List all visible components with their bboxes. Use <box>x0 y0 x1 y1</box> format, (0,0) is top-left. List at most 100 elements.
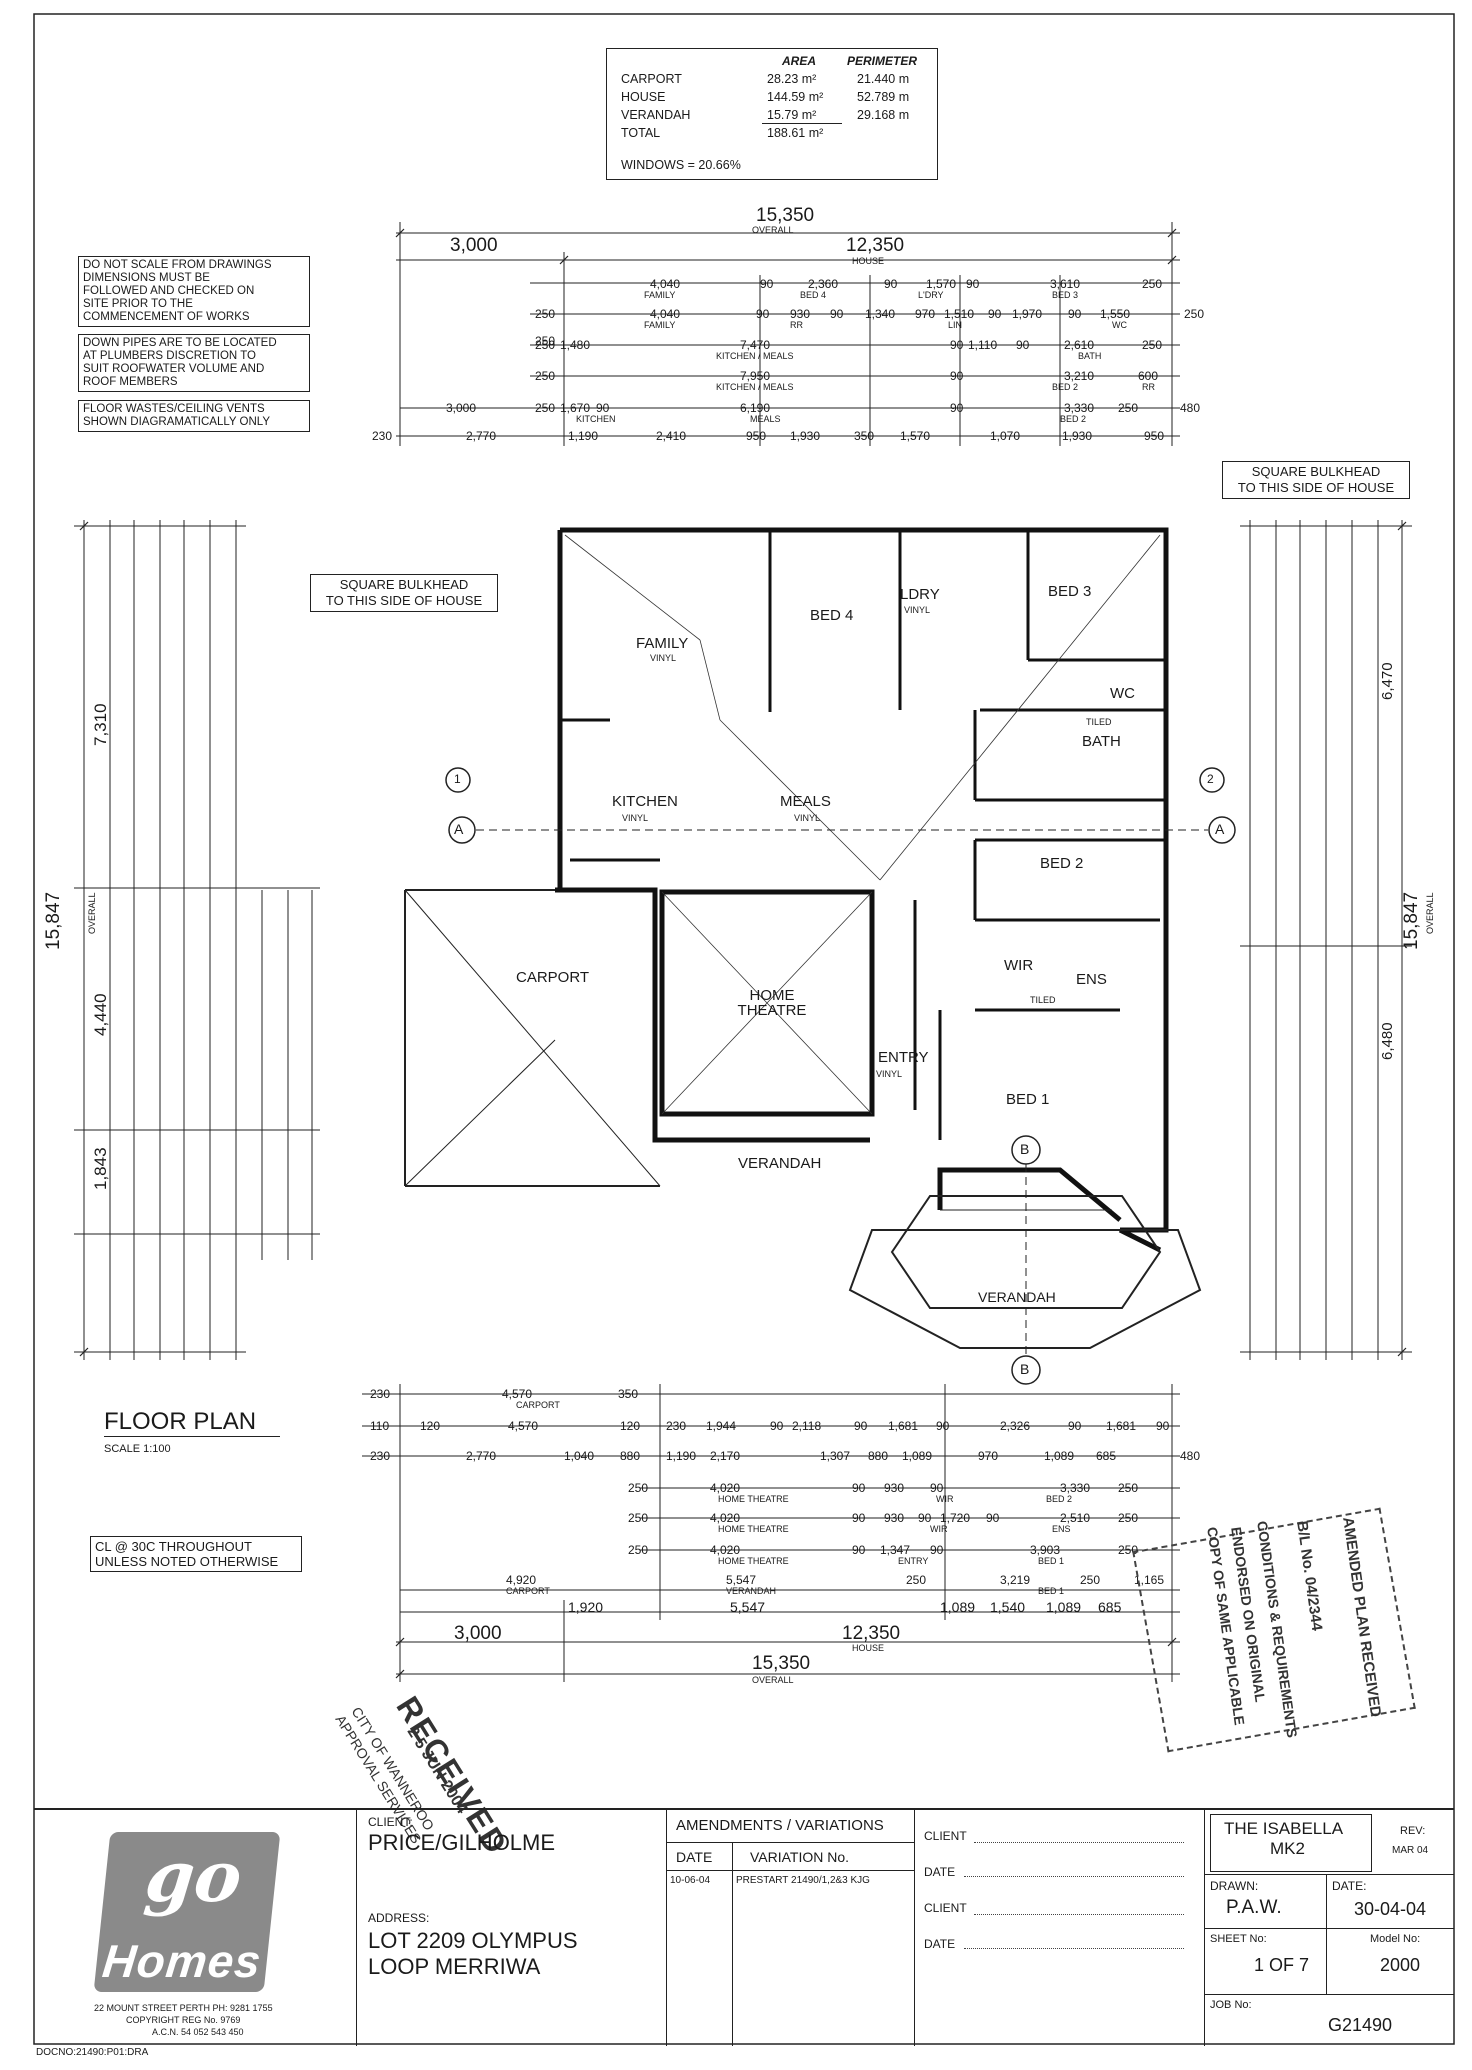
room-carport: CARPORT <box>516 969 590 986</box>
room-bed3: BED 3 <box>1048 583 1092 600</box>
revision-value: MAR 04 <box>1392 1845 1429 1856</box>
room-entry: ENTRY <box>878 1049 929 1066</box>
svg-text:90: 90 <box>930 1481 944 1495</box>
amendments-cell: AMENDMENTS / VARIATIONS DATE VARIATION N… <box>666 1810 915 2046</box>
right-dim-6480: 6,480 <box>1379 1022 1396 1060</box>
svg-text:BED 2: BED 2 <box>1052 382 1078 392</box>
svg-text:90: 90 <box>1016 338 1030 352</box>
room-bed2: BED 2 <box>1040 855 1084 872</box>
svg-text:1,944: 1,944 <box>706 1419 736 1433</box>
svg-text:KITCHEN / MEALS: KITCHEN / MEALS <box>716 382 794 392</box>
svg-text:BED 1: BED 1 <box>1038 1586 1064 1596</box>
svg-text:3,000: 3,000 <box>446 401 476 415</box>
svg-text:90: 90 <box>830 307 844 321</box>
section-marker-b-bottom: B <box>1020 1361 1030 1377</box>
svg-text:L'DRY: L'DRY <box>918 290 944 300</box>
svg-text:110: 110 <box>370 1419 389 1433</box>
svg-text:1,089: 1,089 <box>1046 1599 1081 1615</box>
bottom-house-label: HOUSE <box>852 1643 885 1653</box>
logo-homes-text: Homes <box>100 1935 264 1987</box>
svg-text:1,550: 1,550 <box>1100 307 1130 321</box>
area-row-name: HOUSE <box>621 90 666 104</box>
document-code: DOCNO:21490:P01:DRA <box>36 2047 149 2058</box>
room-front-verandah: VERANDAH <box>978 1289 1056 1305</box>
signature-date-2: DATE <box>924 1937 956 1951</box>
left-dim-7310: 7,310 <box>91 703 110 746</box>
area-row-perimeter: 52.789 m <box>857 90 910 104</box>
room-bath: BATH <box>1082 733 1121 750</box>
bottom-overall-dim: 15,350 <box>752 1653 811 1674</box>
svg-text:90: 90 <box>930 1543 944 1557</box>
svg-text:2,610: 2,610 <box>1064 338 1094 352</box>
svg-text:250: 250 <box>1118 401 1138 415</box>
svg-text:CARPORT: CARPORT <box>516 1400 560 1410</box>
drawing-info-cell: THE ISABELLA MK2 REV: MAR 04 DRAWN: P.A.… <box>1204 1810 1454 2046</box>
svg-text:90: 90 <box>950 369 964 383</box>
svg-text:4,920: 4,920 <box>506 1573 536 1587</box>
svg-text:2,510: 2,510 <box>1060 1511 1090 1525</box>
svg-text:1,070: 1,070 <box>990 429 1020 443</box>
svg-text:7,950: 7,950 <box>740 369 770 383</box>
room-home-theatre: HOME THEATRE <box>737 987 807 1019</box>
svg-text:4,570: 4,570 <box>502 1387 532 1401</box>
room-bed4: BED 4 <box>810 607 854 624</box>
svg-text:250: 250 <box>628 1481 648 1495</box>
svg-text:90: 90 <box>760 277 774 291</box>
job-label: JOB No: <box>1210 1999 1252 2011</box>
svg-text:1,681: 1,681 <box>1106 1419 1136 1433</box>
svg-text:90: 90 <box>1068 307 1082 321</box>
svg-text:2,770: 2,770 <box>466 1449 496 1463</box>
room-ensuite-floor: TILED <box>1030 995 1056 1005</box>
svg-text:90: 90 <box>950 401 964 415</box>
svg-text:WIR: WIR <box>936 1494 954 1504</box>
room-ensuite: ENS <box>1076 971 1107 988</box>
floor-plan-title: FLOOR PLAN <box>104 1408 257 1435</box>
svg-text:LIN: LIN <box>948 320 962 330</box>
svg-text:6,190: 6,190 <box>740 401 770 415</box>
right-overall-label: OVERALL <box>1425 892 1435 934</box>
svg-text:250: 250 <box>1118 1481 1138 1495</box>
svg-text:250: 250 <box>535 334 555 348</box>
svg-text:2,410: 2,410 <box>656 429 686 443</box>
svg-text:120: 120 <box>420 1419 440 1433</box>
address-label: ADDRESS: <box>368 1911 430 1925</box>
svg-text:1,930: 1,930 <box>1062 429 1092 443</box>
signature-client-2: CLIENT <box>924 1901 967 1915</box>
svg-text:KITCHEN / MEALS: KITCHEN / MEALS <box>716 351 794 361</box>
drawn-label: DRAWN: <box>1210 1879 1259 1893</box>
svg-text:230: 230 <box>666 1419 686 1433</box>
area-row-name: CARPORT <box>621 72 682 86</box>
svg-text:4,020: 4,020 <box>710 1481 740 1495</box>
svg-text:BED 1: BED 1 <box>1038 1556 1064 1566</box>
svg-text:90: 90 <box>986 1511 1000 1525</box>
grid-marker-2: 2 <box>1207 772 1214 786</box>
svg-text:250: 250 <box>1118 1543 1138 1557</box>
svg-text:RR: RR <box>1142 382 1155 392</box>
area-row-area: 15.79 m² <box>767 108 817 122</box>
svg-text:2,360: 2,360 <box>808 277 838 291</box>
svg-text:1,670: 1,670 <box>560 401 590 415</box>
svg-text:1,089: 1,089 <box>1044 1449 1074 1463</box>
top-overall-dim: 15,350 <box>756 205 815 226</box>
svg-text:880: 880 <box>868 1449 888 1463</box>
svg-text:WIR: WIR <box>930 1524 948 1534</box>
right-dim-6470: 6,470 <box>1379 662 1396 700</box>
svg-text:2,326: 2,326 <box>1000 1419 1030 1433</box>
svg-text:685: 685 <box>1096 1449 1116 1463</box>
client-label: CLIENT: <box>368 1815 413 1829</box>
area-header: AREA <box>782 54 817 68</box>
room-family: FAMILY <box>636 635 689 652</box>
svg-text:3,219: 3,219 <box>1000 1573 1030 1587</box>
svg-text:970: 970 <box>978 1449 998 1463</box>
svg-text:1,190: 1,190 <box>666 1449 696 1463</box>
svg-text:1,307: 1,307 <box>820 1449 850 1463</box>
amendment-row-variation: PRESTART 21490/1,2&3 KJG <box>736 1875 870 1886</box>
address-line2: LOOP MERRIWA <box>368 1954 541 1979</box>
svg-text:250: 250 <box>1142 277 1162 291</box>
svg-text:3,610: 3,610 <box>1050 277 1080 291</box>
company-copyright: COPYRIGHT REG No. 9769 <box>126 2015 241 2025</box>
